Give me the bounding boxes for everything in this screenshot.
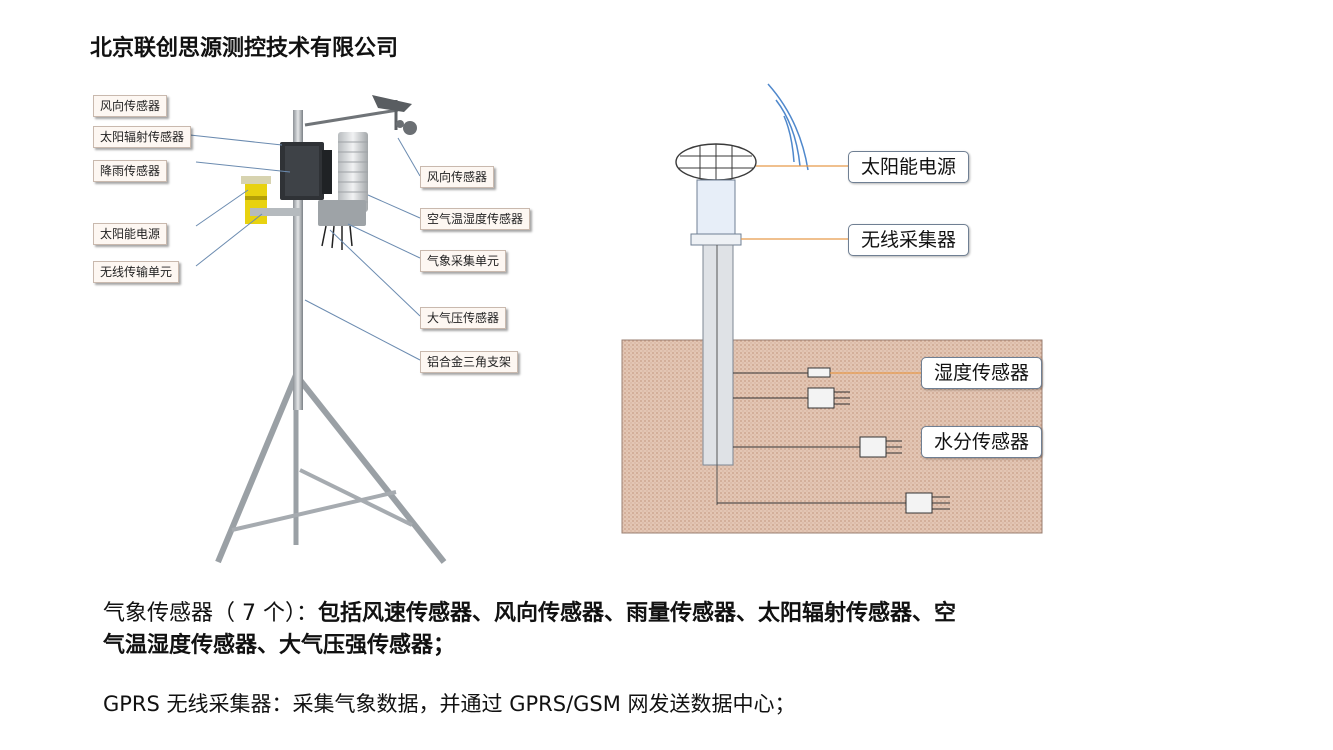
diagram-label-wireless-collector: 无线采集器 — [848, 224, 970, 256]
label-solar-radiation-sensor: 太阳辐射传感器 — [93, 126, 192, 148]
diagram-label-moisture-sensor: 水分传感器 — [921, 426, 1043, 458]
label-wind-direction-sensor: 风向传感器 — [420, 166, 495, 188]
diagram-leader-lines — [741, 165, 921, 374]
label-weather-collector-unit: 气象采集单元 — [420, 250, 507, 272]
diagram-label-humidity-sensor: 湿度传感器 — [921, 357, 1043, 389]
description-prefix: 气象传感器（ 7 个）： — [103, 601, 318, 626]
label-wireless-unit: 无线传输单元 — [93, 261, 180, 283]
radiation-shield — [338, 132, 368, 212]
soil-sensor-diagram — [621, 83, 1043, 534]
description-line-2: 气温湿度传感器、大气压强传感器； — [103, 630, 455, 662]
description-bold-1: 包括风速传感器、风向传感器、雨量传感器、太阳辐射传感器、空 — [317, 601, 956, 626]
label-air-temp-humidity-sensor: 空气温湿度传感器 — [420, 208, 531, 230]
label-wind-speed-sensor: 风向传感器 — [93, 95, 168, 117]
description-line-3: GPRS 无线采集器：采集气象数据，并通过 GPRS/GSM 网发送数据中心； — [103, 692, 796, 716]
description-bold-2: 气温湿度传感器、大气压强传感器； — [103, 633, 456, 658]
description-line-1: 气象传感器（ 7 个）：包括风速传感器、风向传感器、雨量传感器、太阳辐射传感器、… — [103, 598, 956, 630]
label-tripod: 铝合金三角支架 — [420, 351, 519, 373]
company-name: 北京联创思源测控技术有限公司 — [90, 36, 399, 61]
label-solar-power: 太阳能电源 — [93, 223, 168, 245]
station-leader-lines — [189, 134, 421, 361]
weather-station-illustration — [215, 95, 447, 564]
diagram-label-solar-power: 太阳能电源 — [848, 151, 970, 183]
label-pressure-sensor: 大气压传感器 — [420, 307, 507, 329]
label-rain-sensor: 降雨传感器 — [93, 160, 168, 182]
